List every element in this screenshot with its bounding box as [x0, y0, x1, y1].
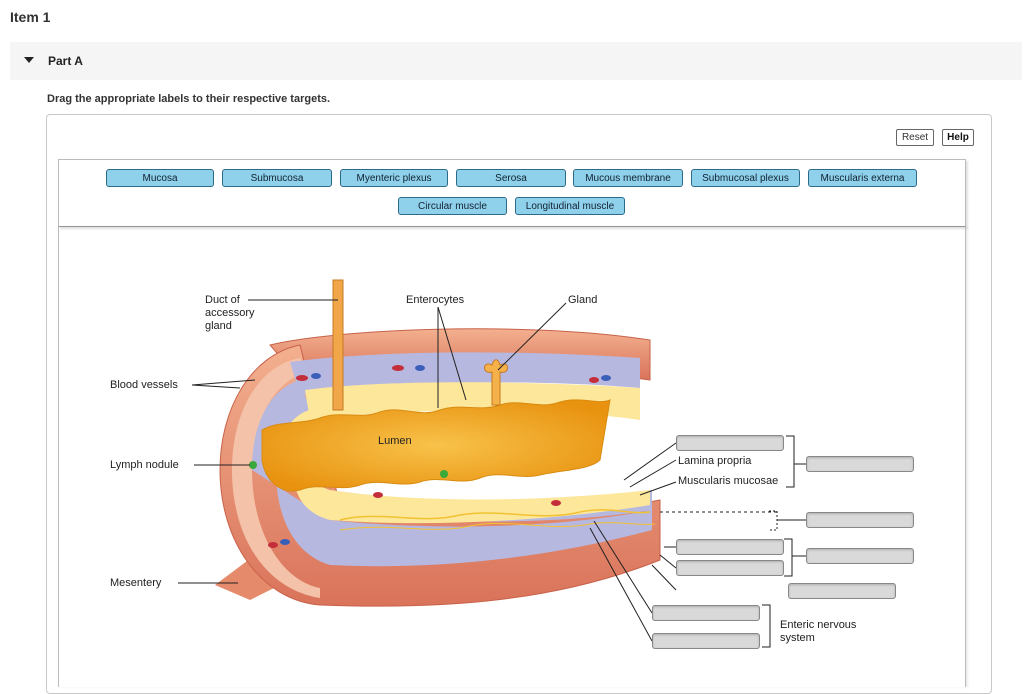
label-lumen: Lumen	[378, 435, 412, 447]
diagram-canvas	[58, 227, 966, 687]
drop-target[interactable]	[652, 633, 760, 649]
intestine-cross-section-illustration	[178, 279, 806, 648]
drop-target[interactable]	[806, 456, 914, 472]
label-chip-circular-muscle[interactable]: Circular muscle	[398, 197, 507, 215]
label-bank	[58, 159, 966, 227]
instructions: Drag the appropriate labels to their res…	[47, 93, 331, 105]
label-chip-mucosa[interactable]: Mucosa	[106, 169, 214, 187]
item-title: Item 1	[10, 9, 51, 25]
label-mesentery: Mesentery	[110, 577, 162, 589]
label-chip-submucosa[interactable]: Submucosa	[222, 169, 332, 187]
label-gland: Gland	[568, 294, 598, 306]
drop-target[interactable]	[652, 605, 760, 621]
label-blood-vessels: Blood vessels	[110, 379, 178, 391]
label-chip-longitudinal-muscle[interactable]: Longitudinal muscle	[515, 197, 625, 215]
label-muscularis-mucosae: Muscularis mucosae	[678, 475, 779, 487]
label-lymph-nodule: Lymph nodule	[110, 459, 179, 471]
drop-target[interactable]	[788, 583, 896, 599]
label-chip-muscularis-externa[interactable]: Muscularis externa	[808, 169, 917, 187]
reset-button[interactable]: Reset	[896, 129, 934, 146]
caret-down-icon[interactable]	[24, 57, 34, 63]
label-chip-mucous-membrane[interactable]: Mucous membrane	[573, 169, 683, 187]
part-label: Part A	[48, 54, 83, 68]
label-duct-of-accessory-gland: Duct of accessory gland	[205, 294, 255, 332]
drop-target[interactable]	[676, 539, 784, 555]
help-button[interactable]: Help	[942, 129, 974, 146]
drop-target[interactable]	[806, 512, 914, 528]
label-chip-serosa[interactable]: Serosa	[456, 169, 566, 187]
label-enteric-nervous-system: Enteric nervous system	[780, 619, 857, 644]
drop-target[interactable]	[676, 435, 784, 451]
label-enterocytes: Enterocytes	[406, 294, 465, 306]
label-chip-submucosal-plexus[interactable]: Submucosal plexus	[691, 169, 800, 187]
part-header[interactable]: Part A	[10, 42, 1022, 80]
drop-target[interactable]	[806, 548, 914, 564]
label-chip-myenteric-plexus[interactable]: Myenteric plexus	[340, 169, 448, 187]
drop-target[interactable]	[676, 560, 784, 576]
label-lamina-propria: Lamina propria	[678, 455, 752, 467]
